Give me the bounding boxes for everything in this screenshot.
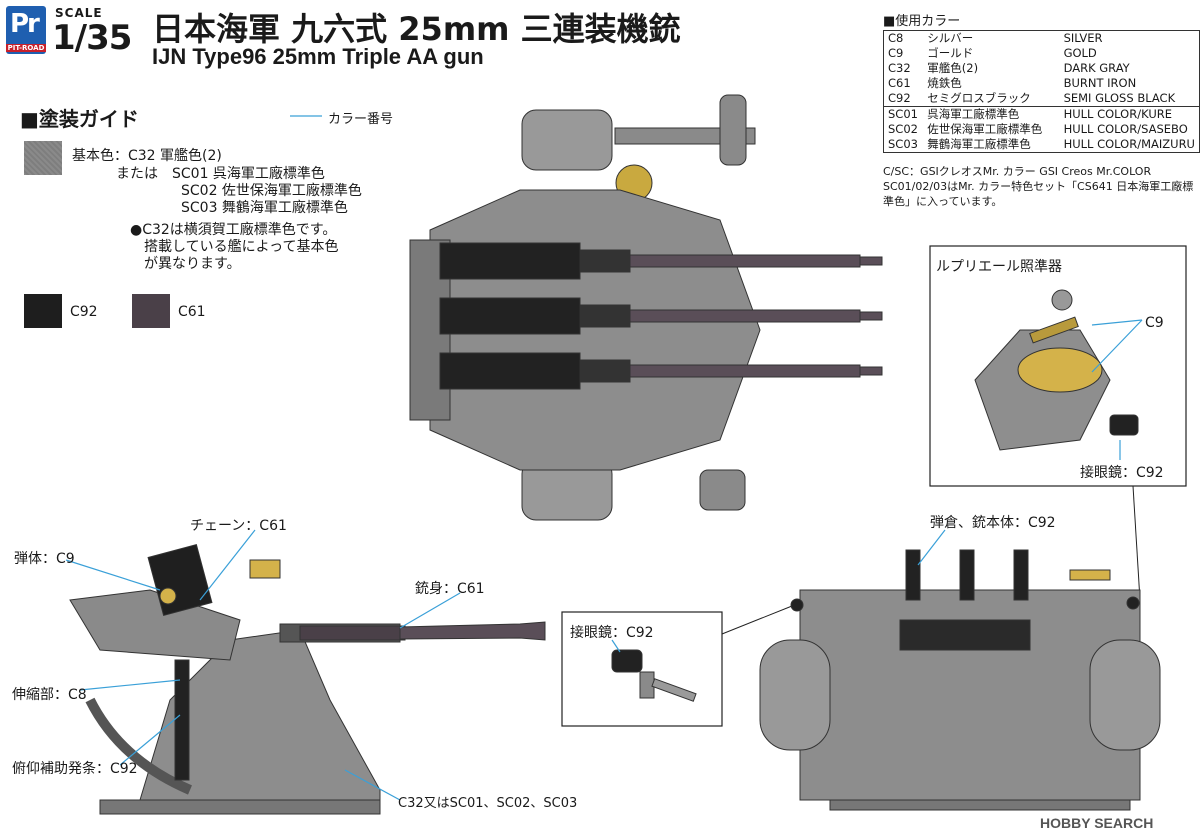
colors-used-heading: ■使用カラー [883,14,961,29]
alt-color-line-1: または SC01 呉海軍工廠標準色 [116,166,325,182]
projectile-label: 弾体：C9 [14,551,75,567]
top-gun-middle [439,297,883,335]
bottom-handle [699,469,746,511]
top-seat-upper [521,109,613,171]
front-view-gun [759,549,1161,811]
paint-guide-heading: ■塗装ガイド [20,107,139,131]
colors-note-brand: C/SC：GSIクレオスMr. カラー GSI Creos Mr.COLOR [883,165,1152,178]
side-base-plate [99,799,381,815]
sight-c9-label: C9 [1145,315,1164,331]
sight-eyepiece [1109,414,1139,436]
swatch-c61 [132,294,170,328]
side-barrel-tip [399,621,546,641]
side-barrel [299,625,406,641]
swatch-base-gray [24,141,62,175]
top-gun-upper [439,242,883,280]
guide-note-1: ●C32は横須賀工廠標準色です。 [130,222,337,238]
sight-title: ルプリエール照準器 [936,259,1062,275]
colors-note-set: SC01/02/03はMr. カラー特色セット「CS641 日本海軍工廠標準色」… [883,180,1194,208]
alt-color-line-2: SC02 佐世保海軍工廠標準色 [181,183,362,199]
colors-note: C/SC：GSIクレオスMr. カラー GSI Creos Mr.COLOR S… [883,164,1200,209]
front-magazine-1 [905,549,921,601]
side-projectile [159,587,177,605]
pit-road-logo: Pr PIT-ROAD [6,6,46,54]
sight-eyepiece-label: 接眼鏡：C92 [1080,465,1164,481]
top-gun-lower [439,352,883,390]
elevation-spring-label: 俯仰補助発条：C92 [12,761,138,777]
swatch-c92-label: C92 [70,304,98,320]
front-seat-left [759,639,831,751]
title-english: IJN Type96 25mm Triple AA gun [152,44,484,69]
title-japanese: 日本海軍 九六式 25mm 三連装機銃 [152,10,681,48]
side-view-gun [69,543,546,815]
side-elevation-arc [85,697,192,795]
guide-note-3: が異なります。 [144,256,241,272]
chain-label: チェーン：C61 [190,518,287,534]
base-color-alt-label: C32又はSC01、SC02、SC03 [398,796,578,811]
telescopic-label: 伸縮部：C8 [12,687,87,703]
alt-color-line-3: SC03 舞鶴海軍工廠標準色 [181,200,348,216]
logo-text: PIT-ROAD [6,44,46,52]
side-seat-arm [69,589,241,661]
sight-illustration [974,289,1139,451]
front-magazine-2 [959,549,975,601]
eyepiece-detail-box [561,611,723,727]
base-color-line: 基本色：C32 軍艦色(2) [72,148,222,164]
front-seat-right [1089,639,1161,751]
scale-value: 1/35 [52,18,132,58]
swatch-c61-label: C61 [178,304,206,320]
scale-label: SCALE [55,6,103,20]
eyepiece-illustration [611,649,697,702]
guide-note-2: 搭載している艦によって基本色 [144,239,339,255]
front-gun-breeches [899,619,1031,651]
front-magazine-3 [1013,549,1029,601]
front-sight [1069,569,1111,581]
watermark: HOBBY SEARCH [1040,815,1154,831]
magazine-label: 弾倉、銃本体：C92 [930,515,1056,531]
eyepiece-box-label: 接眼鏡：C92 [570,625,654,641]
side-spring [174,659,190,781]
color-number-legend: カラー番号 [328,112,394,127]
side-leader-lines [65,529,461,801]
swatch-c92 [24,294,62,328]
top-handle [719,94,747,166]
side-sight [249,559,281,579]
barrel-label: 銃身：C61 [415,581,485,597]
logo-mark: Pr [10,9,40,39]
top-view-gun [409,94,883,521]
